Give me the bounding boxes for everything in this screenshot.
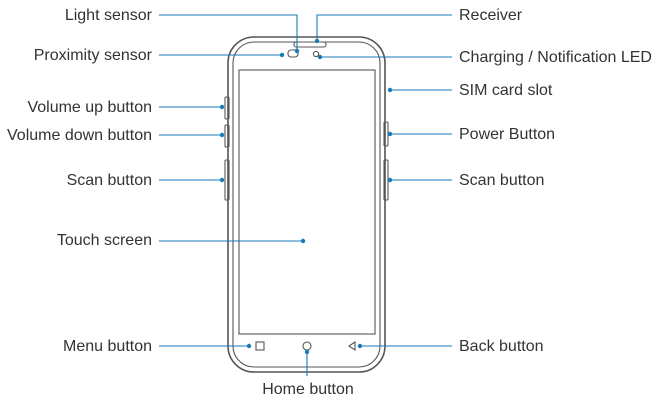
scan-key-left	[224, 159, 230, 201]
phone-body	[227, 36, 386, 373]
callout-charging-led: Charging / Notification LED	[317, 49, 652, 66]
volume-up-key	[224, 96, 230, 120]
callout-power-button: Power Button	[387, 126, 555, 143]
charging-led-label: Charging / Notification LED	[459, 49, 652, 66]
led-window	[312, 50, 320, 58]
callout-home-button: Home button	[262, 349, 354, 398]
callout-menu-button: Menu button	[63, 338, 252, 355]
callout-back-button: Back button	[357, 338, 544, 355]
sim-slot-label: SIM card slot	[459, 82, 553, 99]
home-key-icon	[302, 341, 312, 351]
menu-button-label: Menu button	[63, 338, 152, 355]
sensor-window	[287, 49, 299, 58]
volume-down-label: Volume down button	[7, 127, 152, 144]
scan-left-label: Scan button	[67, 172, 152, 189]
menu-key-icon	[255, 341, 265, 351]
proximity-sensor-label: Proximity sensor	[34, 47, 153, 64]
callout-volume-down: Volume down button	[7, 127, 225, 144]
back-button-label: Back button	[459, 338, 544, 355]
phone-inner-frame	[232, 41, 381, 368]
callout-touch-screen: Touch screen	[57, 232, 306, 249]
callout-volume-up: Volume up button	[27, 99, 225, 116]
callout-sim-slot: SIM card slot	[387, 82, 553, 99]
volume-down-key	[224, 124, 230, 148]
scan-right-label: Scan button	[459, 172, 544, 189]
volume-up-label: Volume up button	[27, 99, 152, 116]
callout-proximity-sensor: Proximity sensor	[34, 47, 285, 64]
callout-receiver: Receiver	[314, 7, 523, 44]
callout-scan-right: Scan button	[387, 172, 544, 189]
power-button-label: Power Button	[459, 126, 555, 143]
touch-screen-panel	[238, 69, 376, 335]
phone-device	[224, 36, 389, 373]
home-button-label: Home button	[262, 381, 354, 398]
receiver-label: Receiver	[459, 7, 523, 24]
callout-scan-left: Scan button	[67, 172, 225, 189]
receiver-slot	[293, 41, 327, 48]
callout-light-sensor: Light sensor	[65, 7, 300, 54]
back-key-icon	[348, 340, 356, 352]
light-sensor-label: Light sensor	[65, 7, 153, 24]
touch-screen-label: Touch screen	[57, 232, 152, 249]
